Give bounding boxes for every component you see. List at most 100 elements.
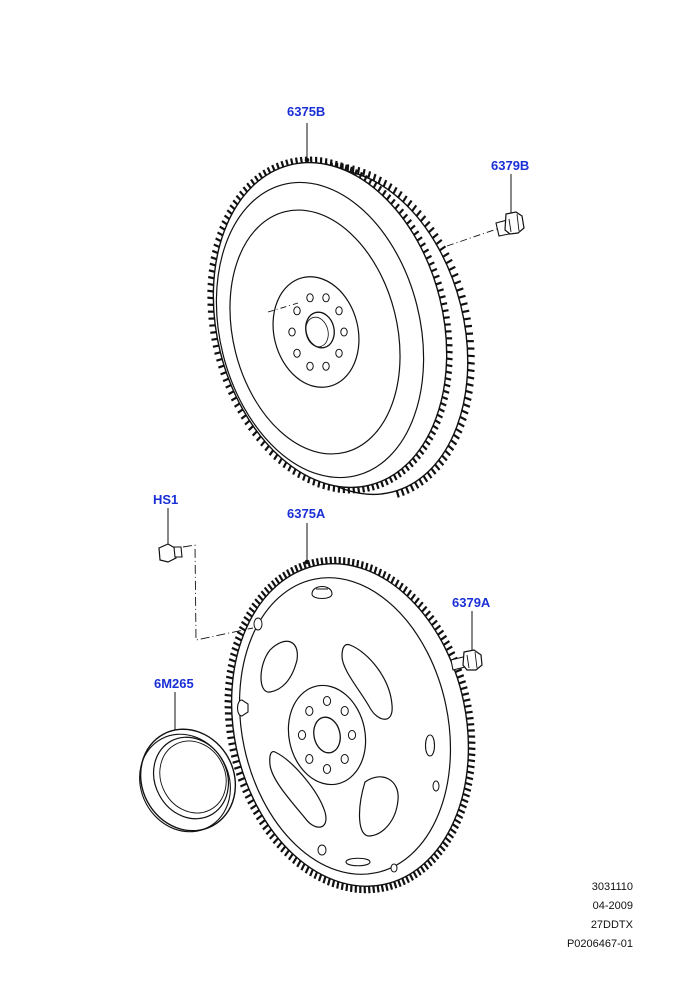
gear-tooth <box>313 480 314 486</box>
gear-tooth <box>447 352 453 353</box>
gear-tooth <box>272 581 276 587</box>
gear-tooth <box>441 636 447 640</box>
callout-6379b[interactable]: 6379B <box>491 158 529 173</box>
callout-6375b[interactable]: 6375B <box>287 104 325 119</box>
gear-tooth <box>229 659 236 661</box>
gear-tooth <box>245 795 251 798</box>
drawing-ref-number: 3031110 <box>567 878 633 897</box>
gear-tooth <box>442 456 447 461</box>
callout-6375a[interactable]: 6375A <box>287 506 325 521</box>
gear-tooth <box>261 591 266 596</box>
gear-tooth <box>354 487 355 493</box>
gear-tooth <box>389 184 392 190</box>
gear-tooth <box>463 794 470 797</box>
gear-tooth <box>460 417 466 420</box>
gear-tooth <box>317 558 318 565</box>
gear-tooth <box>465 783 472 785</box>
gear-tooth <box>437 850 442 855</box>
gear-tooth <box>433 234 438 238</box>
gear-tooth <box>274 455 277 460</box>
bolt-hole <box>323 362 329 370</box>
gear-tooth <box>445 378 451 380</box>
gear-tooth <box>425 611 430 616</box>
gear-tooth <box>232 648 238 651</box>
gear-tooth <box>259 173 262 178</box>
gear-tooth <box>453 824 459 828</box>
gear-tooth <box>238 409 243 412</box>
gear-tooth <box>446 260 452 264</box>
gear-tooth <box>468 370 475 371</box>
gear-tooth <box>218 232 223 235</box>
gear-tooth <box>448 446 453 451</box>
gear-tooth <box>429 616 434 621</box>
gear-tooth <box>456 429 462 433</box>
gear-tooth <box>272 165 274 171</box>
gear-tooth <box>358 167 359 174</box>
gear-tooth <box>212 251 218 253</box>
gear-tooth <box>301 157 302 163</box>
gear-tooth <box>329 485 330 491</box>
bolt-hole <box>348 731 355 740</box>
gear-tooth <box>215 352 221 354</box>
gear-tooth <box>466 777 473 779</box>
gear-tooth <box>444 641 450 645</box>
gear-tooth <box>326 557 327 564</box>
gear-tooth <box>236 772 243 775</box>
gear-tooth <box>418 602 423 607</box>
gear-tooth <box>450 829 456 833</box>
gear-tooth <box>468 748 475 749</box>
gear-tooth <box>399 583 402 589</box>
gear-tooth <box>461 687 468 689</box>
gear-tooth <box>251 805 257 809</box>
gear-tooth <box>248 800 254 804</box>
gear-tooth <box>263 170 266 175</box>
gear-tooth <box>255 176 258 181</box>
gear-tooth <box>395 580 398 586</box>
drawing-reference-block: 3031110 04-2009 27DDTX P0206467-01 <box>567 878 633 954</box>
gear-tooth <box>464 788 471 790</box>
gear-tooth <box>229 391 234 394</box>
gear-tooth <box>243 789 249 792</box>
gear-tooth <box>237 632 243 636</box>
gear-tooth <box>210 332 216 333</box>
gear-tooth <box>230 205 235 209</box>
gear-tooth <box>268 167 271 173</box>
gear-tooth <box>369 886 370 893</box>
gear-tooth <box>457 288 464 290</box>
gear-tooth <box>228 665 235 667</box>
bolt-hole <box>307 294 313 302</box>
gear-tooth <box>223 379 228 381</box>
gear-tooth <box>252 603 257 608</box>
gear-tooth <box>225 216 230 220</box>
gear-tooth <box>331 160 332 166</box>
bolt-hole <box>289 328 295 336</box>
gear-tooth <box>383 571 386 578</box>
gear-tooth <box>455 820 461 824</box>
gear-tooth <box>379 177 381 184</box>
gear-tooth <box>368 171 370 178</box>
gear-tooth <box>273 838 278 843</box>
gear-tooth <box>253 431 257 435</box>
gear-tooth <box>254 810 260 814</box>
gear-tooth <box>446 365 452 366</box>
gear-tooth <box>312 559 314 566</box>
callout-hs1[interactable]: HS1 <box>153 492 178 507</box>
gear-tooth <box>435 465 440 470</box>
gear-tooth <box>446 372 452 373</box>
gear-tooth <box>220 227 225 230</box>
bolt-hole <box>341 707 348 716</box>
bolt-hole <box>298 731 305 740</box>
gear-tooth <box>210 264 216 266</box>
gear-tooth <box>242 622 248 626</box>
gear-tooth <box>231 397 236 400</box>
gear-tooth <box>247 612 253 616</box>
gear-tooth <box>467 718 474 719</box>
callout-6379a[interactable]: 6379A <box>452 595 490 610</box>
gear-tooth <box>263 825 268 830</box>
gear-tooth <box>211 257 217 259</box>
bolt-hole <box>323 294 329 302</box>
gear-tooth <box>208 277 214 278</box>
gear-tooth <box>384 180 387 187</box>
callout-6m265[interactable]: 6M265 <box>154 676 194 691</box>
gear-tooth <box>225 701 232 702</box>
